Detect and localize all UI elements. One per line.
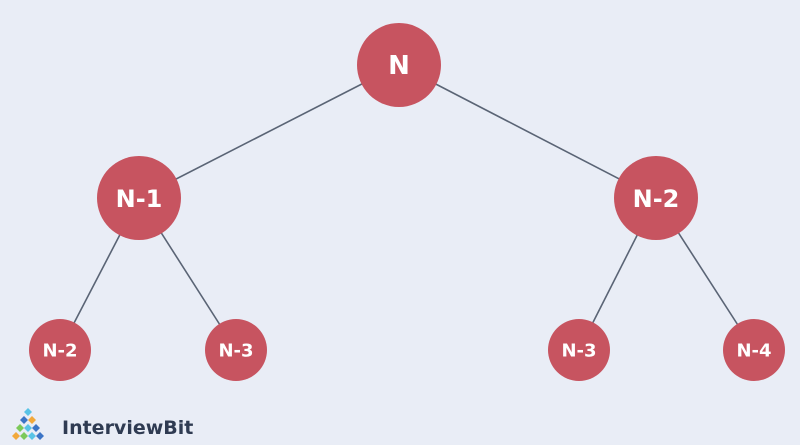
tree-node-left-left: N-2 (29, 319, 91, 381)
logo-text: InterviewBit (62, 417, 193, 439)
node-label: N-1 (116, 185, 163, 213)
logo-tile (36, 432, 44, 440)
logo-tile (20, 432, 28, 440)
edge-root-to-right (398, 64, 657, 199)
node-label: N-2 (633, 185, 680, 213)
node-circle (29, 319, 91, 381)
node-label: N (388, 51, 410, 81)
node-circle (548, 319, 610, 381)
tree-node-left-right: N-3 (205, 319, 267, 381)
interviewbit-logo: InterviewBit (12, 408, 193, 440)
tree-node-left: N-1 (97, 156, 181, 240)
logo-tile (24, 424, 32, 432)
node-circle (614, 156, 698, 240)
logo-tile (12, 432, 20, 440)
node-label: N-2 (42, 341, 77, 362)
node-circle (357, 23, 441, 107)
tree-node-right-right: N-4 (723, 319, 785, 381)
node-circle (97, 156, 181, 240)
tree-node-right: N-2 (614, 156, 698, 240)
logo-triangle-icon (12, 408, 44, 440)
logo-tile (28, 416, 36, 424)
node-label: N-4 (736, 341, 771, 362)
tree-node-root: N (357, 23, 441, 107)
logo-tile (20, 416, 28, 424)
logo-tile (32, 424, 40, 432)
node-label: N-3 (218, 341, 253, 362)
tree-node-right-left: N-3 (548, 319, 610, 381)
logo-tile (24, 408, 32, 416)
edge-root-to-left (138, 64, 400, 199)
logo-tile (16, 424, 24, 432)
logo-tile (28, 432, 36, 440)
node-label: N-3 (561, 341, 596, 362)
node-circle (723, 319, 785, 381)
node-circle (205, 319, 267, 381)
